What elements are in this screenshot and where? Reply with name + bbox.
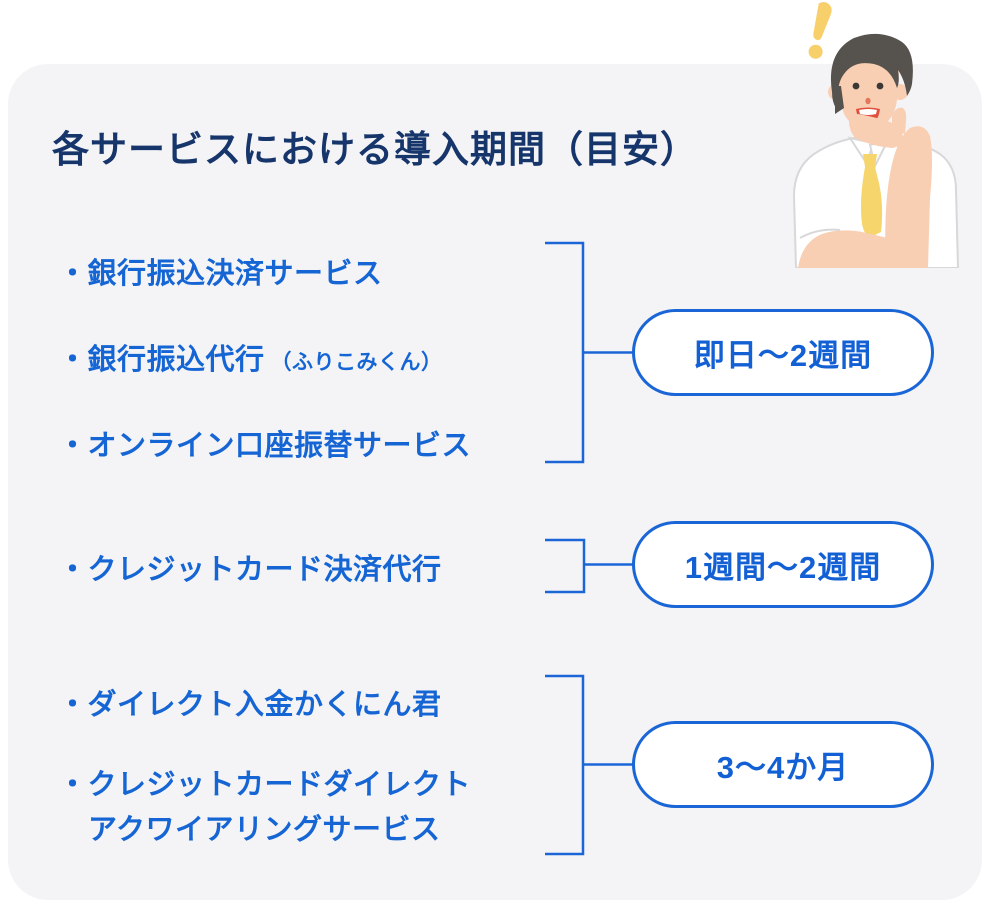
page-title: 各サービスにおける導入期間（目安） (52, 129, 698, 170)
service-name: 銀行振込代行 (87, 344, 265, 376)
service-item: ・オンライン口座振替サービス (58, 429, 471, 463)
bullet-dot: ・ (58, 258, 88, 290)
duration-label: 1週間〜2週間 (684, 550, 882, 585)
thinking-man-illustration (792, 33, 960, 268)
bullet-dot: ・ (58, 430, 88, 462)
duration-label: 即日〜2週間 (693, 338, 873, 373)
bullet-dot: ・ (58, 554, 88, 586)
service-note: （ふりこみくん） (270, 351, 443, 374)
bullet-dot: ・ (58, 344, 88, 376)
service-name: 銀行振込決済サービス (87, 258, 383, 290)
duration-pill: 即日〜2週間 (632, 309, 934, 396)
service-item: ・ダイレクト入金かくにん君 (58, 688, 442, 722)
duration-pill: 1週間〜2週間 (632, 521, 934, 608)
service-name: クレジットカード決済代行 (87, 554, 442, 586)
duration-label: 3〜4か月 (716, 750, 850, 785)
service-item: ・クレジットカード決済代行 (58, 553, 442, 587)
exclamation-icon (808, 1, 832, 59)
bullet-dot: ・ (58, 689, 88, 721)
bullet-dot: ・ (58, 769, 88, 801)
service-item: ・銀行振込代行（ふりこみくん） (58, 343, 443, 380)
service-name: クレジットカードダイレクト (87, 769, 472, 801)
service-name: ダイレクト入金かくにん君 (87, 689, 442, 721)
service-name: オンライン口座振替サービス (87, 430, 472, 462)
service-item: ・銀行振込決済サービス (58, 257, 383, 291)
service-item: ・クレジットカードダイレクト アクワイアリングサービス (58, 763, 471, 853)
service-name-line2: アクワイアリングサービス (88, 814, 441, 846)
duration-pill: 3〜4か月 (632, 721, 934, 808)
